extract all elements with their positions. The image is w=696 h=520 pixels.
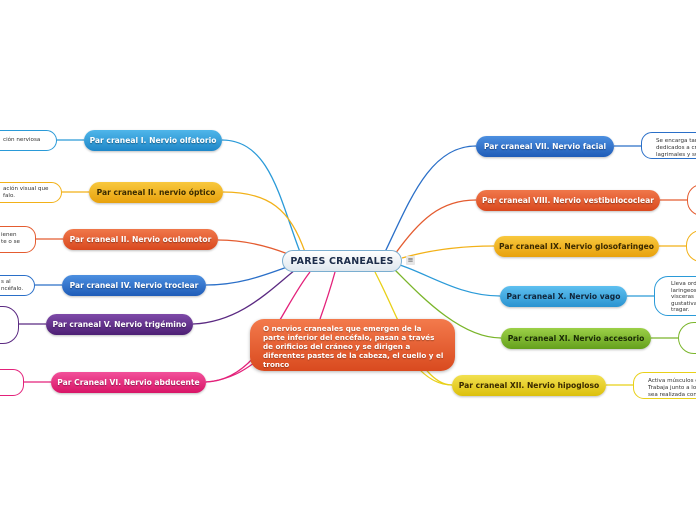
branch-par-craneal-ix[interactable]: Par craneal IX. Nervio glosofaringeo: [494, 236, 659, 257]
branch-par-craneal-vi[interactable]: Par Craneal VI. Nervio abducente: [51, 372, 206, 393]
branch-par-craneal-x[interactable]: Par craneal X. Nervio vago: [500, 286, 627, 307]
leaf-par-craneal-vi[interactable]: [0, 369, 24, 396]
leaf-par-craneal-vii[interactable]: Se encarga tar dedicados a cr lagrimales…: [641, 132, 696, 159]
leaf-par-craneal-iv[interactable]: s al ncéfalo.: [0, 275, 35, 296]
branch-par-craneal-vii[interactable]: Par craneal VII. Nervio facial: [476, 136, 614, 157]
leaf-par-craneal-ii[interactable]: ación visual que falo.: [0, 182, 62, 203]
branch-par-craneal-viii[interactable]: Par craneal VIII. Nervio vestibulococlea…: [476, 190, 660, 211]
leaf-par-craneal-iii[interactable]: ienen te o se: [0, 226, 36, 253]
branch-par-craneal-xii[interactable]: Par craneal XII. Nervio hipogloso: [452, 375, 606, 396]
description-node[interactable]: O nervios craneales que emergen de la pa…: [250, 319, 455, 371]
leaf-par-craneal-xii[interactable]: Activa músculos d Trabaja junto a lo sea…: [633, 372, 696, 399]
branch-par-craneal-iii[interactable]: Par craneal II. Nervio oculomotor: [63, 229, 218, 250]
branch-par-craneal-xi[interactable]: Par craneal XI. Nervio accesorio: [501, 328, 651, 349]
leaf-par-craneal-x[interactable]: Lleva ord laringeos visceras c gustativa…: [654, 276, 696, 316]
branch-par-craneal-v[interactable]: Par craneal V. Nervio trigémino: [46, 314, 193, 335]
branch-par-craneal-i[interactable]: Par craneal I. Nervio olfatorio: [84, 130, 222, 151]
central-topic[interactable]: PARES CRANEALES: [282, 250, 402, 272]
branch-par-craneal-iv[interactable]: Par craneal IV. Nervio troclear: [62, 275, 206, 296]
branch-par-craneal-ii[interactable]: Par craneal II. nervio óptico: [89, 182, 223, 203]
hamburger-menu-icon[interactable]: ≡: [406, 256, 415, 265]
leaf-par-craneal-i[interactable]: ción nerviosa: [0, 130, 57, 151]
